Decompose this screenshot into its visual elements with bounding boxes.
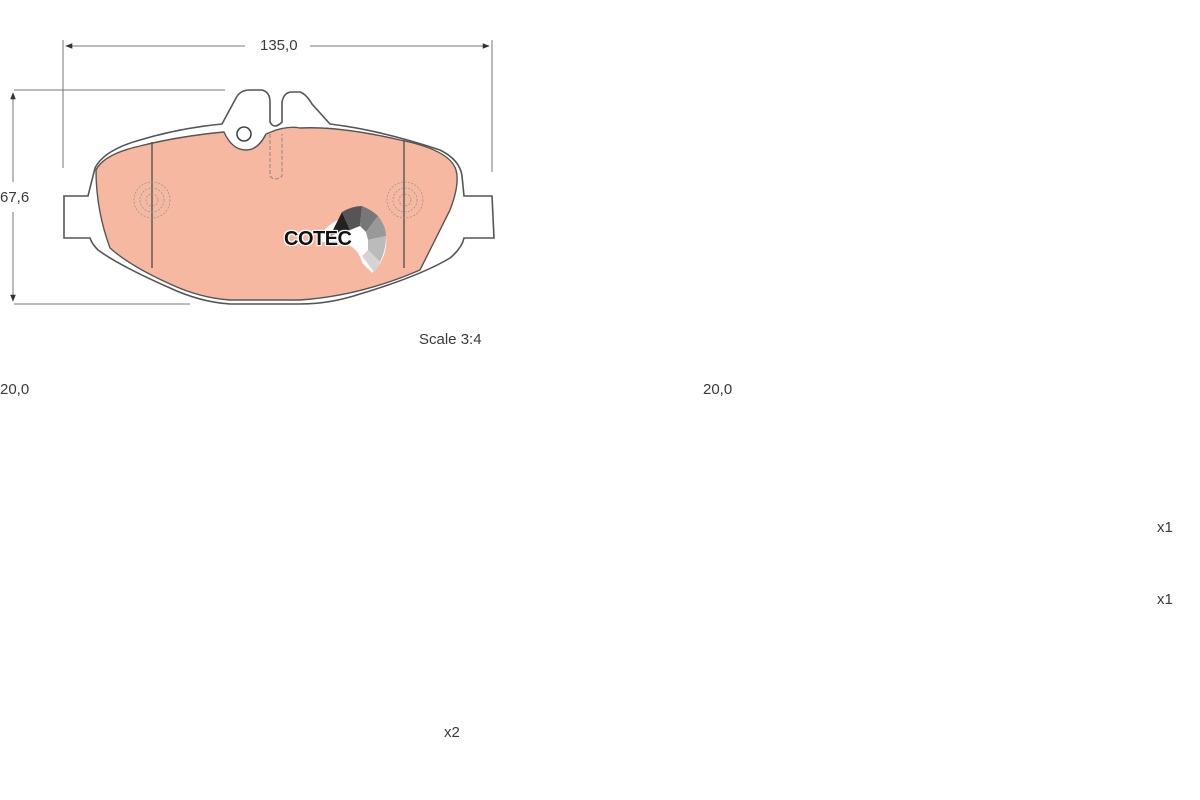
thickness-right-label: 20,0 [703,381,733,398]
thickness-left-label: 20,0 [0,381,30,398]
scale-label: Scale 3:4 [419,331,482,348]
sensor-2-quantity: x1 [1157,591,1173,608]
pad-front-left [63,89,495,305]
sensor-1-quantity: x1 [1157,519,1173,536]
cotec-logo-text: COTEC [284,228,352,250]
width-dimension-label: 135,0 [260,37,298,54]
bolt-quantity: x2 [444,724,460,741]
width-dimension [62,40,493,172]
cotec-logo-graphic [316,206,387,273]
height-dimension-label: 67,6 [0,189,30,206]
height-dimension [10,89,225,305]
